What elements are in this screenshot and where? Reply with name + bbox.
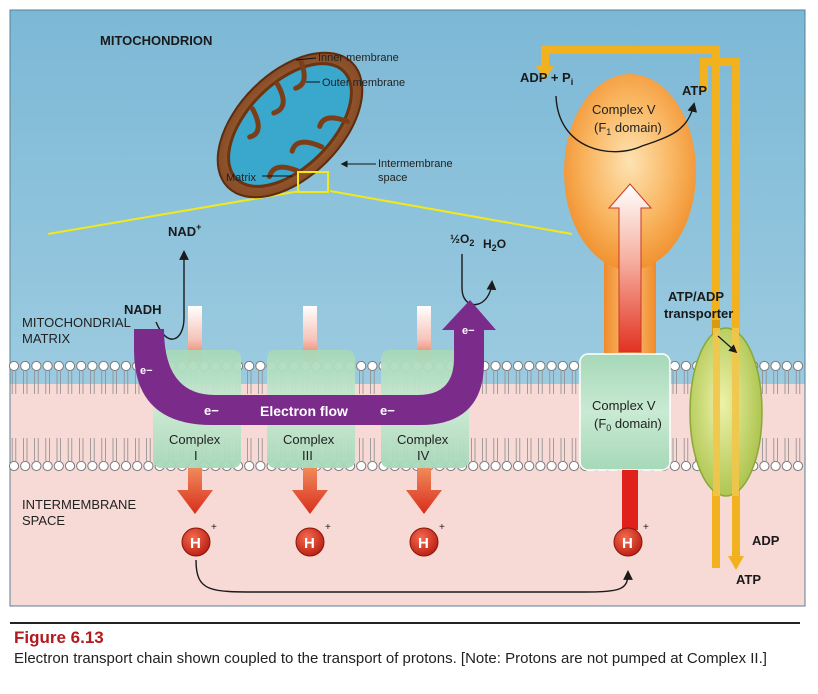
matrix-region-label-2: MATRIX xyxy=(22,331,70,346)
proton-circle-1 xyxy=(181,527,211,557)
intermembrane-label-2: space xyxy=(378,172,407,184)
proton-symbol-3: H xyxy=(418,535,429,552)
transporter-label-2: transporter xyxy=(664,306,733,321)
proton-symbol-4: H xyxy=(622,535,633,552)
complex-iv-number: IV xyxy=(417,448,430,463)
transporter-label: ATP/ADP xyxy=(668,289,724,304)
atp-adp-transporter xyxy=(689,327,763,497)
complex-v-f0-label: Complex V xyxy=(592,398,656,413)
proton-circle-4 xyxy=(613,527,643,557)
electron-flow-arrow xyxy=(134,300,496,425)
complex-iii-channel xyxy=(303,306,317,362)
complex-i-label: Complex xyxy=(169,432,221,447)
proton-circle-3 xyxy=(409,527,439,557)
electron-flow-label: Electron flow xyxy=(260,403,348,419)
complex-i-number: I xyxy=(194,448,198,463)
proton-charge-1: + xyxy=(211,522,217,533)
electron-label-complex-i: e− xyxy=(204,403,219,418)
electron-label-complex-iv: e− xyxy=(380,403,395,418)
water-label: H2O xyxy=(483,237,506,253)
complex-iii-label: Complex xyxy=(283,432,335,447)
nadh-label: NADH xyxy=(124,302,162,317)
mitochondrion-title: MITOCHONDRION xyxy=(100,33,212,48)
adp-return-tube xyxy=(541,46,720,568)
outer-membrane-label: Outer membrane xyxy=(322,77,405,89)
proton-circle-2 xyxy=(295,527,325,557)
electron-label-oxygen: e− xyxy=(462,325,475,337)
complex-v-proton-channel xyxy=(622,470,638,530)
transporter-pointer xyxy=(717,335,738,354)
transporter-adp-label: ADP xyxy=(752,533,780,548)
matrix-label: Matrix xyxy=(226,172,256,184)
zoom-line-right xyxy=(329,190,573,235)
proton-pump-arrow-complex-iii xyxy=(292,468,328,514)
oxygen-label: ½O2 xyxy=(450,232,474,248)
proton-symbol-1: H xyxy=(190,535,201,552)
proton-pump-arrow-complex-i xyxy=(177,468,213,514)
intermembrane-label: Intermembrane xyxy=(378,158,453,170)
inner-membrane-label: Inner membrane xyxy=(318,52,399,64)
complex-iv-label: Complex xyxy=(397,432,449,447)
figure-title: Figure 6.13 xyxy=(14,628,104,647)
atp-product-label: ATP xyxy=(682,83,707,98)
mitochondrion-illustration xyxy=(216,51,376,199)
complex-iii-number: III xyxy=(302,448,313,463)
proton-charge-2: + xyxy=(325,522,331,533)
intermembrane-region-label: INTERMEMBRANE xyxy=(22,497,136,512)
nad-plus-label: NAD+ xyxy=(168,222,201,239)
electron-label-nadh: e− xyxy=(140,365,153,377)
zoom-box xyxy=(297,171,329,193)
complex-i-channel xyxy=(188,306,202,362)
complex-v-f0-domain-label: (F0 domain) xyxy=(594,416,662,433)
complex-v-f1-label: Complex V xyxy=(592,102,656,117)
complex-v-f1-domain-label: (F1 domain) xyxy=(594,120,662,137)
complex-iv-channel xyxy=(417,306,431,362)
proton-charge-3: + xyxy=(439,522,445,533)
transporter-atp-label: ATP xyxy=(736,572,761,587)
matrix-region-label: MITOCHONDRIAL xyxy=(22,315,131,330)
atp-export-tube xyxy=(700,58,740,556)
adp-pi-label: ADP + Pi xyxy=(520,70,573,87)
caption-divider xyxy=(10,622,800,624)
proton-pump-arrow-complex-iv xyxy=(406,468,442,514)
atp-arrow-head xyxy=(728,556,744,570)
atp-synthesis-arc xyxy=(555,95,698,153)
proton-charge-4: + xyxy=(643,522,649,533)
complex-v-f1-domain xyxy=(564,74,696,270)
figure-caption: Electron transport chain shown coupled t… xyxy=(14,650,767,667)
proton-return-path xyxy=(195,559,633,593)
proton-flow-arrow-complex-v xyxy=(607,183,653,353)
adp-arrow-head xyxy=(536,66,554,80)
intermembrane-region-label-2: SPACE xyxy=(22,513,65,528)
proton-symbol-2: H xyxy=(304,535,315,552)
